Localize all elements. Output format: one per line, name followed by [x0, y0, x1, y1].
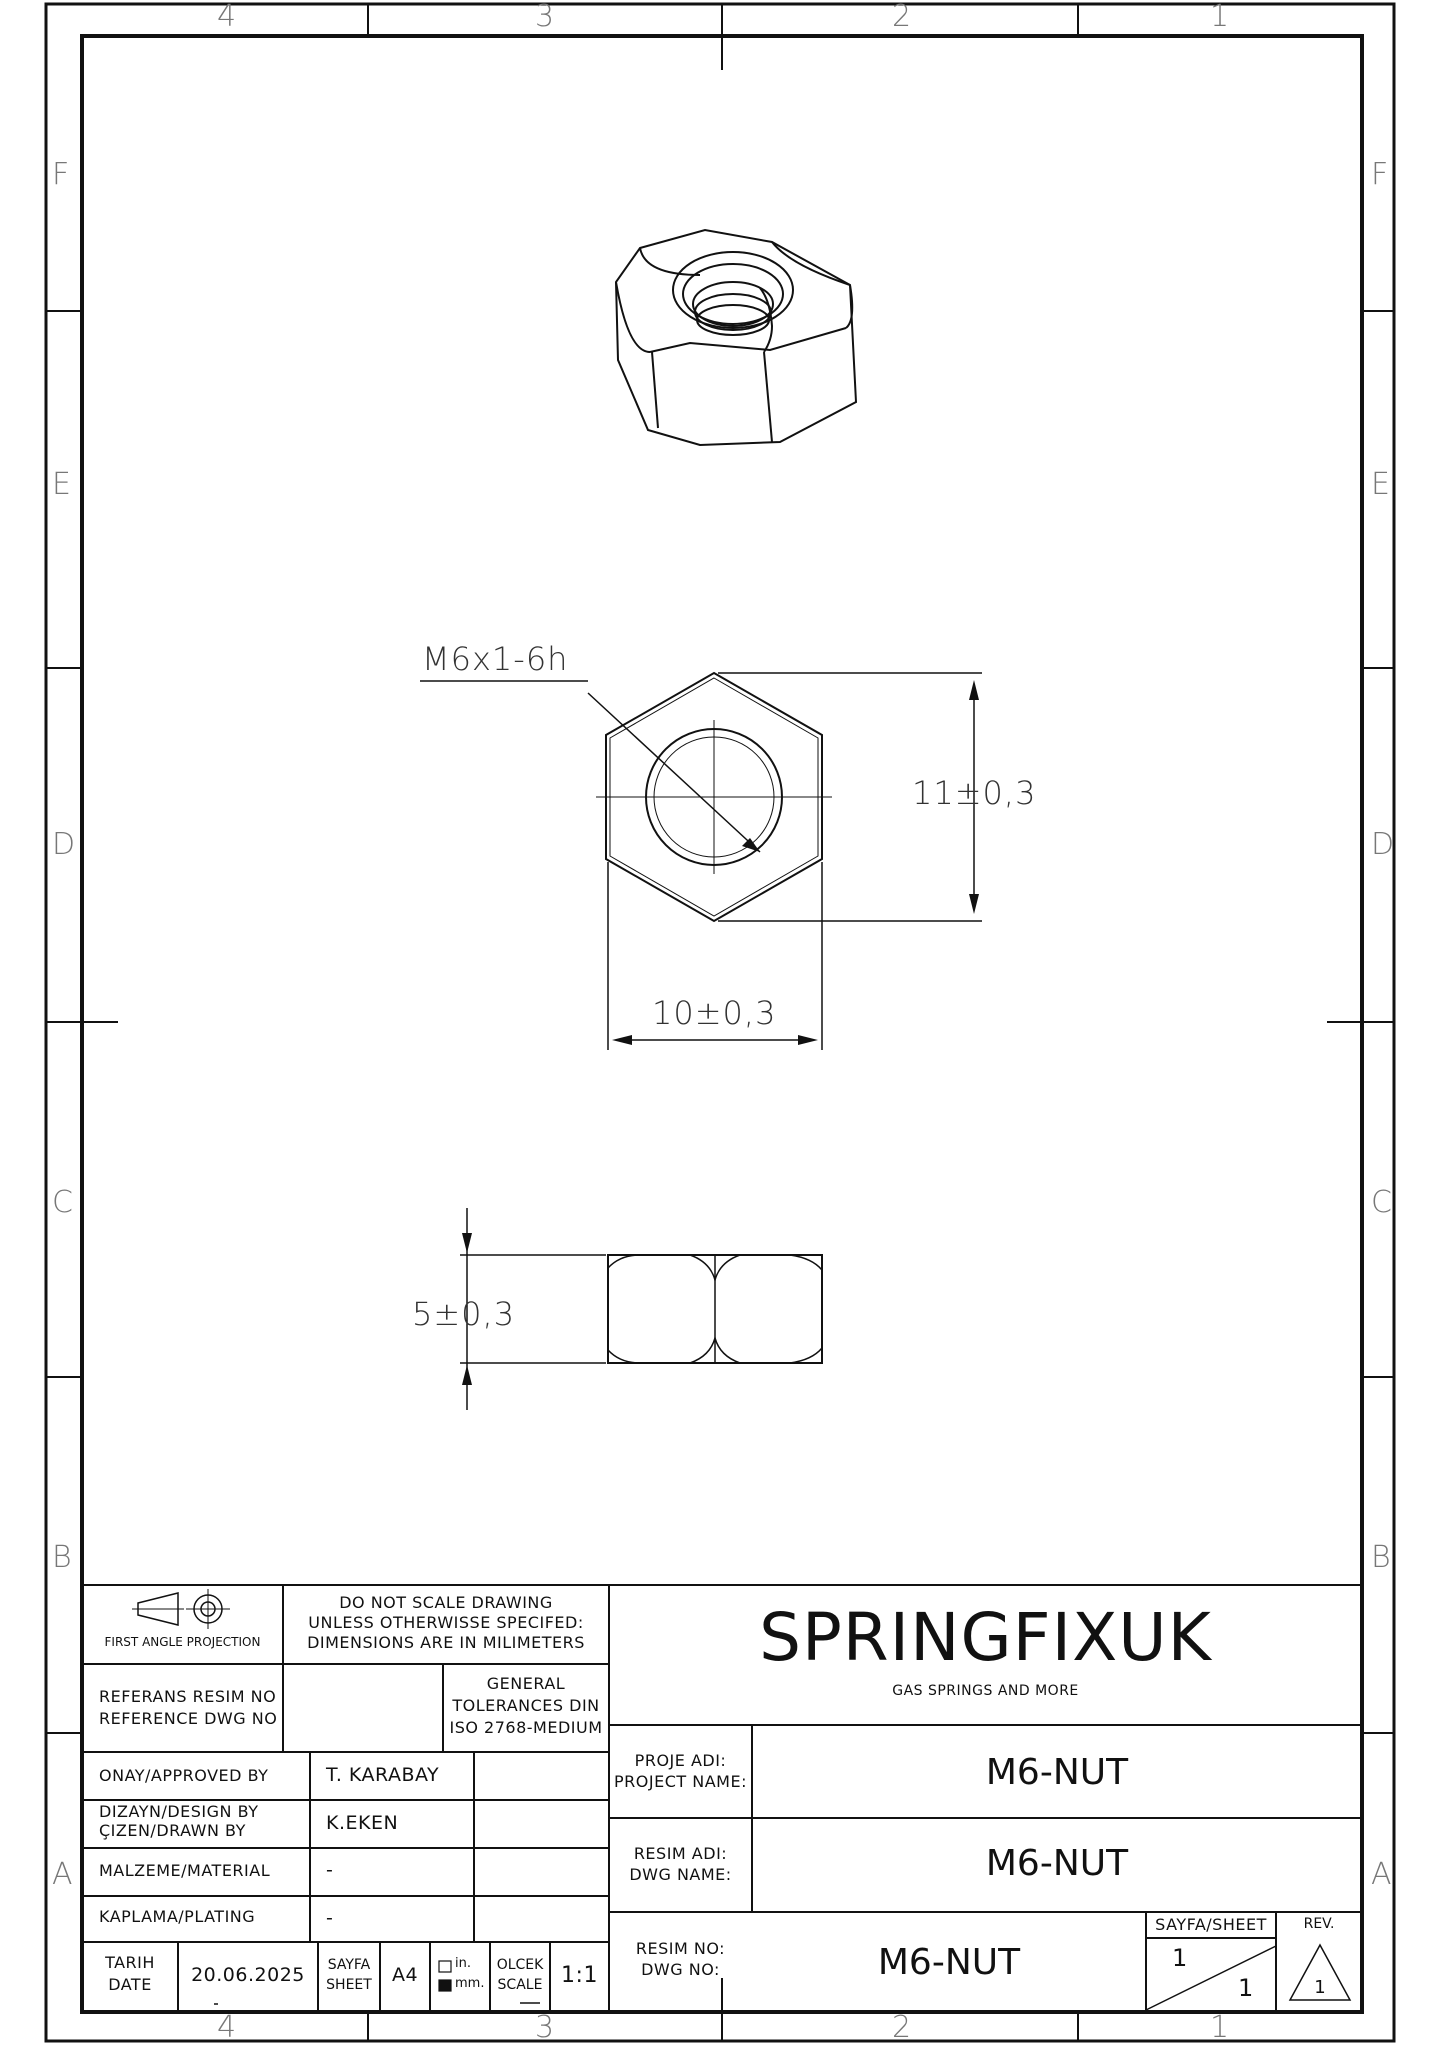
- tolerance-line-2: TOLERANCES DIN: [452, 1696, 600, 1715]
- scale-label-en: SCALE: [497, 1977, 543, 1993]
- zone-col-3-bottom: 3: [535, 2010, 555, 2045]
- sheet-number: 1: [1172, 1944, 1188, 1972]
- reference-label-en: REFERENCE DWG NO: [99, 1709, 278, 1728]
- dimension-arrows-front: [612, 680, 979, 1045]
- zone-row-a: A: [52, 1857, 73, 1892]
- material-value: -: [326, 1859, 334, 1881]
- approved-label: ONAY/APPROVED BY: [99, 1766, 269, 1785]
- zone-row-a-right: A: [1371, 1857, 1392, 1892]
- unit-mm-label: mm.: [455, 1976, 485, 1991]
- zone-row-d: D: [52, 827, 76, 862]
- date-label-en: DATE: [108, 1975, 152, 1994]
- side-view: [607, 1254, 823, 1364]
- note-line-2: UNLESS OTHERWISSE SPECIFED:: [308, 1613, 584, 1632]
- first-angle-projection-icon: [132, 1589, 230, 1629]
- project-label-tr: PROJE ADI:: [634, 1751, 727, 1770]
- unit-in-label: in.: [455, 1956, 471, 1971]
- thickness-dimension: 5±0,3: [412, 1295, 516, 1333]
- sheet-size-value: A4: [391, 1964, 419, 1986]
- dimension-arrows-side: [462, 1233, 472, 1385]
- rev-label: REV.: [1303, 1916, 1335, 1932]
- sheet-header: SAYFA/SHEET: [1155, 1915, 1267, 1934]
- zone-row-e-right: E: [1371, 467, 1390, 502]
- scale-value: 1:1: [561, 1963, 598, 1988]
- material-label: MALZEME/MATERIAL: [99, 1861, 271, 1880]
- dwg-name-value: M6-NUT: [985, 1843, 1129, 1884]
- zone-col-4-bottom: 4: [217, 2010, 237, 2045]
- project-value: M6-NUT: [985, 1752, 1129, 1793]
- unit-in-checkbox: [438, 1960, 452, 1973]
- zone-row-f-right: F: [1371, 157, 1389, 192]
- dwg-no-label-tr: RESIM NO:: [635, 1939, 726, 1958]
- rev-value: 1: [1314, 1977, 1326, 1998]
- zone-row-b: B: [52, 1540, 72, 1575]
- scale-label-tr: OLCEK: [496, 1957, 544, 1973]
- zone-row-c: C: [52, 1185, 73, 1220]
- company-tagline: GAS SPRINGS AND MORE: [892, 1683, 1079, 1699]
- zone-col-1-bottom: 1: [1210, 2010, 1230, 2045]
- front-hex-view: [596, 671, 832, 923]
- date-label-tr: TARIH: [105, 1953, 155, 1972]
- width-dimension: 10±0,3: [652, 994, 777, 1032]
- unit-mm-checkbox: [438, 1979, 452, 1992]
- sheet-label-en: SHEET: [326, 1977, 372, 1993]
- plating-value: -: [326, 1907, 334, 1929]
- note-line-3: DIMENSIONS ARE IN MILIMETERS: [307, 1633, 585, 1652]
- zone-row-c-right: C: [1371, 1185, 1392, 1220]
- dwg-no-label-en: DWG NO:: [641, 1960, 720, 1979]
- design-value: K.EKEN: [326, 1812, 399, 1834]
- tolerance-line-1: GENERAL: [486, 1674, 566, 1693]
- zone-row-e: E: [52, 467, 71, 502]
- zone-col-2-bottom: 2: [892, 2010, 912, 2045]
- zone-col-1: 1: [1210, 0, 1230, 34]
- note-line-1: DO NOT SCALE DRAWING: [339, 1593, 553, 1612]
- sheet-total: 1: [1238, 1974, 1254, 2002]
- project-label-en: PROJECT NAME:: [614, 1772, 747, 1791]
- approved-value: T. KARABAY: [326, 1764, 440, 1786]
- revision-triangle: [1288, 1943, 1352, 2001]
- zone-row-f: F: [52, 157, 70, 192]
- dwg-name-label-tr: RESIM ADI:: [633, 1844, 728, 1863]
- tolerance-line-3: ISO 2768-MEDIUM: [449, 1718, 603, 1737]
- projection-label: FIRST ANGLE PROJECTION: [104, 1635, 261, 1649]
- drawn-label: ÇIZEN/DRAWN BY: [99, 1821, 246, 1840]
- plating-label: KAPLAMA/PLATING: [99, 1907, 256, 1926]
- design-label: DIZAYN/DESIGN BY: [99, 1802, 259, 1821]
- zone-ticks: [46, 4, 1394, 2041]
- zone-col-2: 2: [892, 0, 912, 34]
- company-name: SPRINGFIXUK: [759, 1599, 1212, 1676]
- zone-col-4: 4: [217, 0, 237, 34]
- zone-col-3: 3: [535, 0, 555, 34]
- zone-row-d-right: D: [1371, 827, 1395, 862]
- zone-row-b-right: B: [1371, 1540, 1391, 1575]
- thread-dimension: M6x1-6h: [422, 640, 569, 678]
- dwg-no-value: M6-NUT: [877, 1942, 1021, 1983]
- height-dimension: 11±0,3: [912, 774, 1037, 812]
- dwg-name-label-en: DWG NAME:: [629, 1865, 732, 1884]
- date-value: 20.06.2025: [191, 1964, 305, 1986]
- reference-label-tr: REFERANS RESIM NO: [99, 1687, 277, 1706]
- title-block-grid: [82, 1584, 1362, 2012]
- isometric-nut-view: [614, 228, 858, 447]
- sheet-label-tr: SAYFA: [327, 1957, 371, 1973]
- dimension-lines-front: [420, 672, 982, 1050]
